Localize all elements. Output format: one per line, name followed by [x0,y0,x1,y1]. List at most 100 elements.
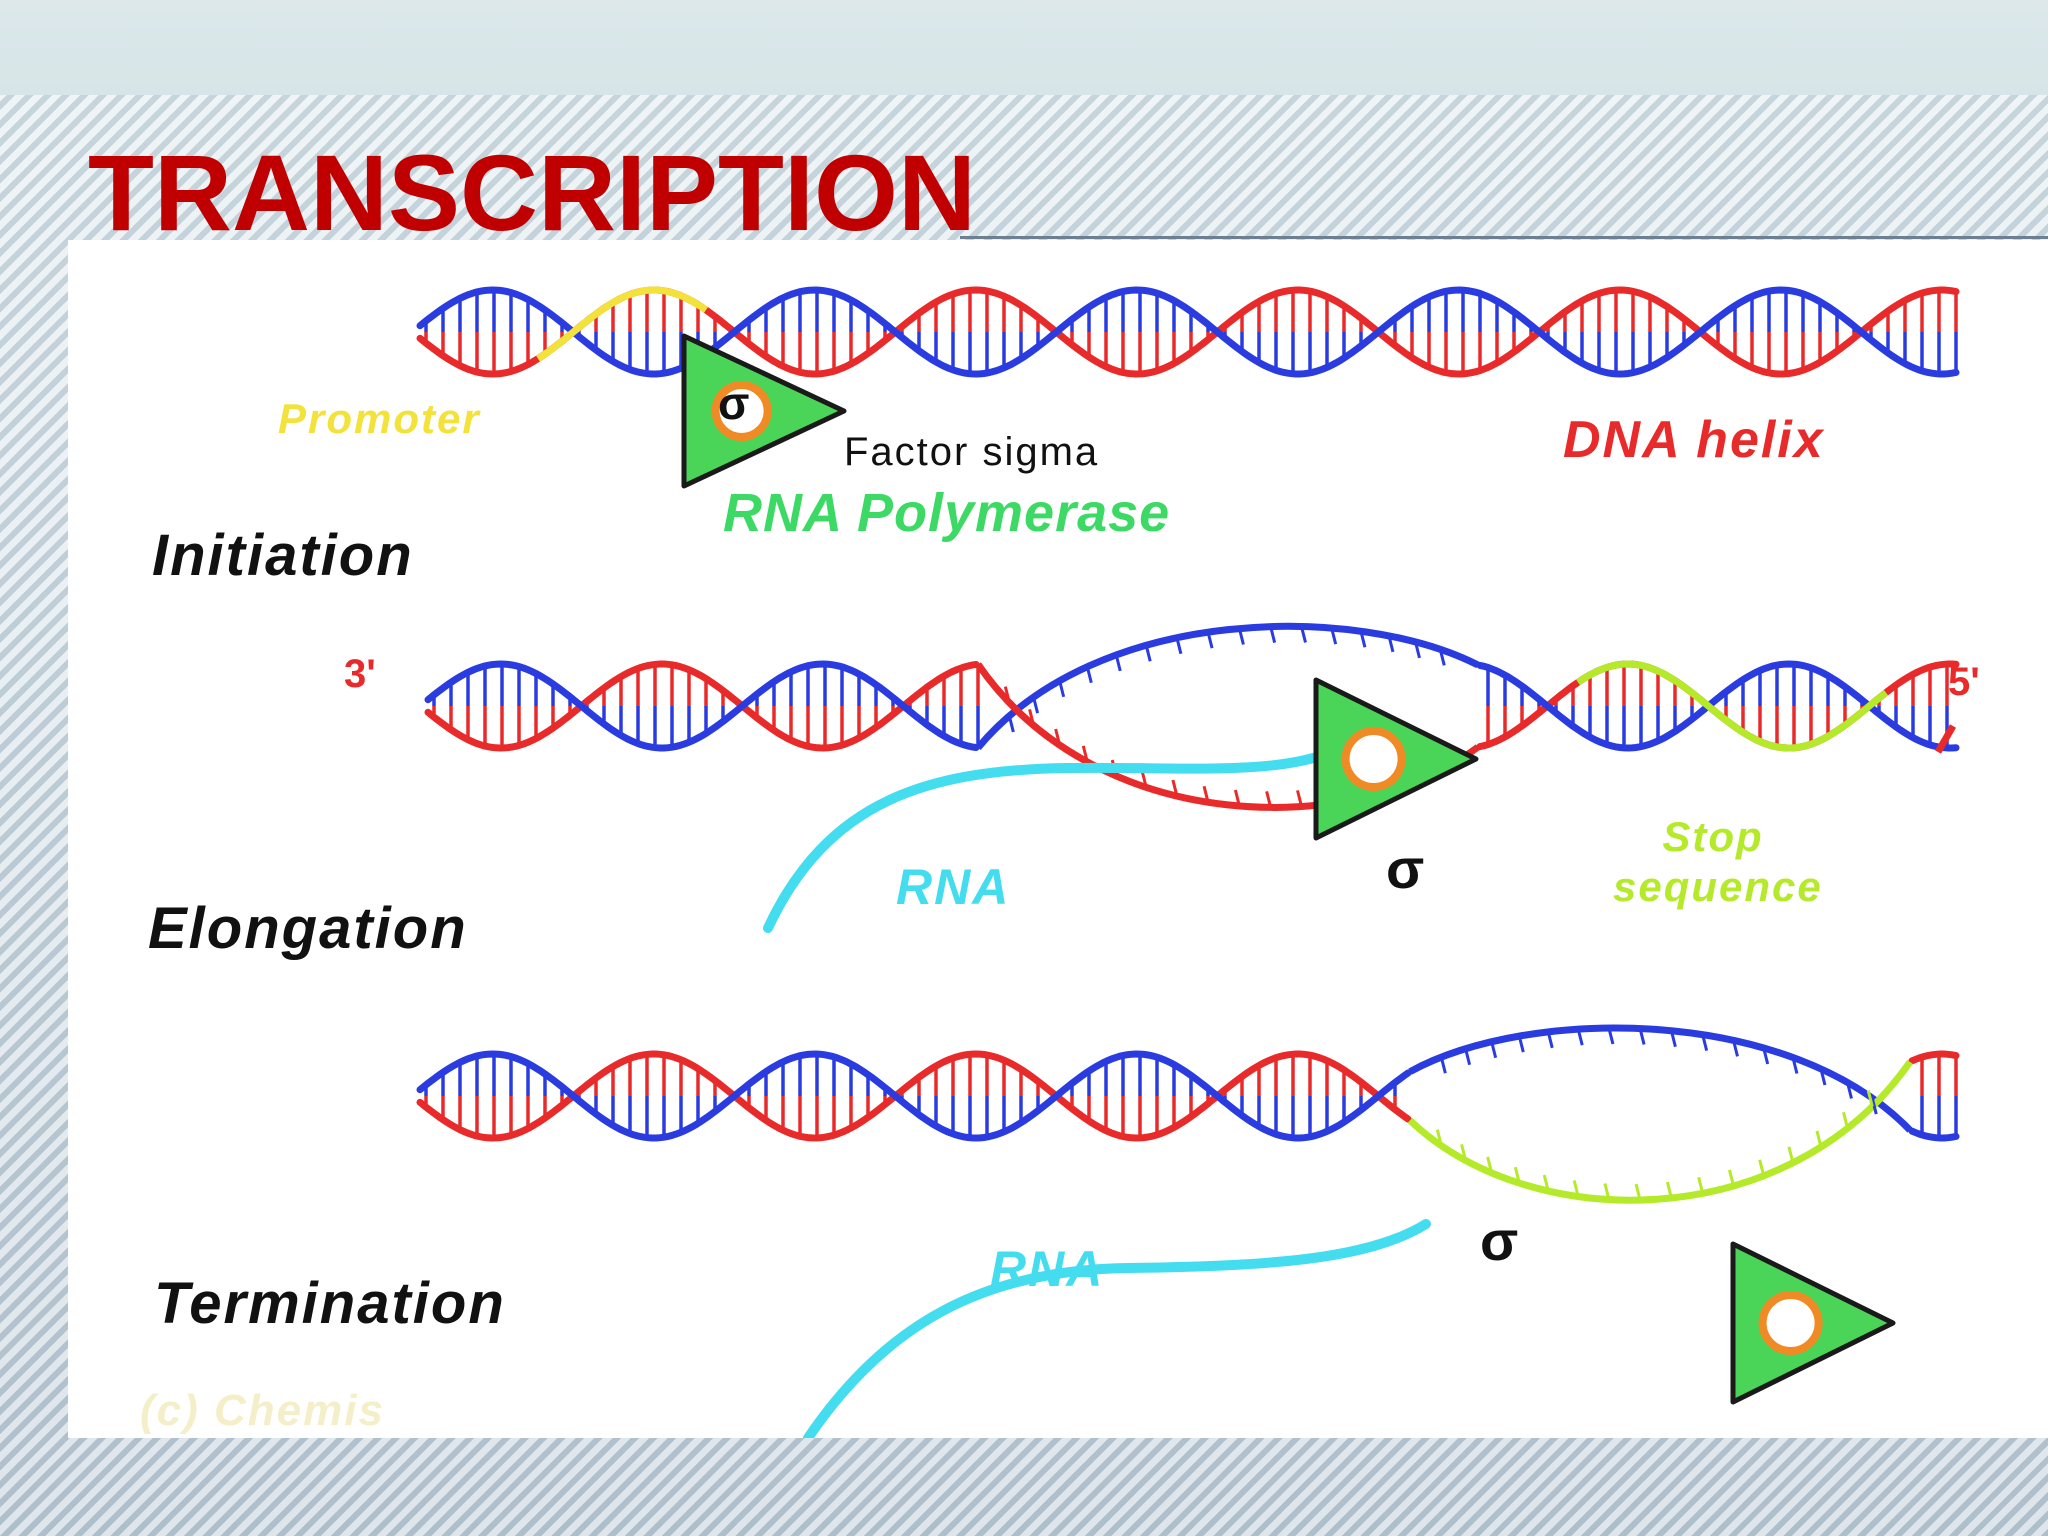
bubble-base-tick [1202,785,1210,803]
stop-label-line2: sequence [1613,863,1823,910]
bubble-base-tick [1791,1057,1799,1074]
bubble-base-tick [1546,1031,1554,1049]
bubble-base-tick [1085,666,1093,684]
bubble-base-tick [1542,1174,1550,1192]
bubble-upper-strand [1408,1024,1913,1133]
bubble-base-tick [1486,1156,1494,1174]
bubble-base-tick [1054,728,1062,746]
bubble-base-tick [1607,1027,1615,1045]
bubble-base-tick [1414,641,1421,659]
bubble-base-tick [1576,1028,1584,1046]
bubble-base-tick [1300,626,1307,643]
stop-label-line1: Stop [1662,813,1764,860]
polymerase-initiation [681,333,847,489]
bubble-base-tick [1435,1129,1443,1146]
bubble-base-tick [1032,696,1040,714]
bubble-base-tick [1846,1082,1853,1099]
bubble-base-tick [1007,715,1015,733]
sigma-symbol-initiation: σ [718,377,750,429]
dna-helix-label: DNA helix [1563,411,1825,469]
bubble-base-tick [1513,1166,1521,1184]
bubble-base-tick [1003,686,1011,704]
polymerase-termination [1730,1241,1896,1405]
rna-label-elongation: RNA [896,859,1011,915]
bubble-base-tick [1144,644,1152,662]
dna-helix-initiation [416,286,1960,378]
bubble-base-tick [1603,1183,1611,1200]
bubble-base-tick [1870,1097,1878,1115]
transcription-diagram: Initiation Elongation Termination Promot… [68,240,2048,1438]
dna-strand-red [416,286,1960,378]
bubble-base-tick [1460,1144,1468,1161]
bubble-base-tick [1265,791,1273,808]
bubble-base-tick [1387,635,1395,653]
stage-label-elongation: Elongation [148,896,468,961]
sigma-factor-ring-icon [1758,1291,1823,1355]
bubble-base-tick [1464,1048,1472,1066]
bubble-base-tick [1517,1035,1525,1053]
bubble-base-tick [1296,790,1303,807]
bubble-base-tick [1330,627,1338,645]
dna-helix-termination [416,1024,1960,1204]
bubble-base-tick [1438,648,1446,666]
promoter-label: Promoter [278,395,481,442]
bubble-base-tick [1815,1130,1823,1148]
polymerase-elongation [1313,677,1479,841]
bubble-base-tick [1081,745,1089,763]
bubble-base-tick [1762,1047,1770,1065]
three-prime-label: 3' [344,652,376,696]
sigma-symbol-elongation: σ [1386,837,1425,900]
bubble-base-tick [1732,1040,1739,1057]
bubble-base-tick [1701,1034,1709,1052]
factor-sigma-label: Factor sigma [844,430,1100,474]
bubble-base-tick [1175,637,1183,655]
stage-label-initiation: Initiation [152,523,414,588]
bubble-base-tick [1634,1183,1642,1201]
bubble-base-tick [1114,654,1122,672]
sigma-factor-ring-icon [711,381,772,441]
bubble-base-tick [1842,1111,1849,1129]
sigma-symbol-termination: σ [1480,1209,1519,1272]
bubble-lower-strand [1407,1059,1913,1204]
dna-strand-blue [416,286,1960,378]
title-divider [960,236,2048,239]
rna-label-termination: RNA [990,1241,1105,1297]
top-band [0,0,2048,95]
rna-polymerase-label: RNA Polymerase [723,483,1171,543]
dna-strand-red [416,1050,1960,1142]
rna-strand-termination [803,1219,1431,1438]
bubble-base-tick [1171,779,1179,797]
five-prime-tail [1934,724,1957,754]
promoter-region [536,286,709,362]
five-prime-label: 5' [1948,660,1980,704]
bubble-base-tick [1697,1176,1705,1194]
bubble-base-tick [1787,1146,1795,1164]
bubble-base-tick [1058,680,1066,698]
bubble-base-tick [1638,1028,1646,1045]
bubble-base-tick [1269,626,1277,643]
bubble-base-tick [1669,1030,1677,1048]
bubble-base-tick [1490,1041,1498,1059]
slide-title: TRANSCRIPTION [88,132,976,253]
bubble-base-tick [1819,1068,1827,1086]
bubble-upper-strand [975,622,1480,750]
bubble-base-tick [1728,1169,1735,1187]
sigma-factor-ring-icon [1341,727,1406,791]
bubble-base-tick [1206,631,1214,649]
bubble-base-tick [1359,630,1367,648]
dna-strand-blue [424,660,1960,752]
bubble-base-tick [1439,1056,1447,1074]
dna-strand-blue [416,1050,1960,1142]
rna-strand-elongation [763,731,1363,933]
bubble-base-tick [1572,1180,1580,1197]
stop-sequence-region [1576,660,1889,752]
bubble-base-tick [1866,1090,1874,1107]
bubble-base-tick [1237,628,1245,645]
bubble-base-tick [1665,1181,1673,1199]
bubble-base-tick [1758,1159,1766,1177]
bubble-base-tick [1028,708,1036,726]
diagram-canvas [416,286,1960,1438]
stop-sequence-label: Stop sequence [1613,812,1823,912]
bubble-base-tick [1140,770,1148,788]
credit-watermark: (c) Chemis [140,1386,385,1435]
